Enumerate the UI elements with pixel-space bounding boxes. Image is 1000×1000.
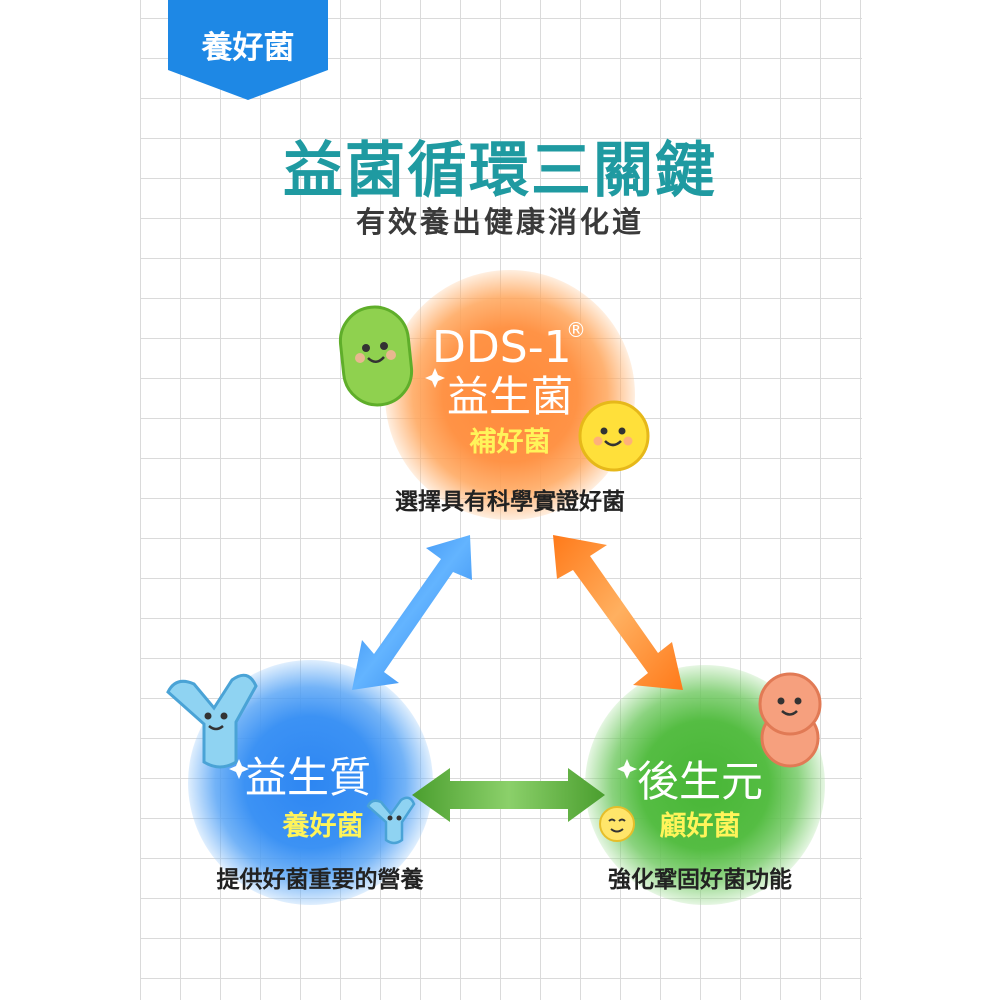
prebiotic-description: 提供好菌重要的營養 [216, 867, 424, 893]
tag-ribbon [168, 0, 328, 100]
probiotic-glow [385, 270, 635, 520]
green-bean-icon [338, 305, 414, 407]
page-title: 益菌循環三關鍵 [283, 136, 717, 206]
tag-label: 養好菌 [201, 30, 295, 66]
registered-mark: ® [566, 318, 586, 342]
sparkle-icon [229, 368, 637, 779]
peach-peanut-icon [758, 672, 822, 768]
blue-y-icon [166, 673, 258, 769]
postbiotic-title: 後生元 [636, 757, 763, 806]
prebiotic-title: 益生質 [244, 753, 371, 802]
prebiotic-subtitle: 養好菌 [282, 811, 364, 842]
arrow-prebiotic-postbiotic [412, 768, 605, 822]
small-blue-y-icon [366, 796, 416, 845]
postbiotic-description: 強化鞏固好菌功能 [608, 867, 792, 893]
page-subtitle: 有效養出健康消化道 [355, 205, 644, 239]
postbiotic-subtitle: 顧好菌 [659, 811, 741, 842]
yellow-ball-icon [578, 400, 650, 472]
small-yellow-ball-icon [599, 806, 635, 842]
probiotic-title: 益生菌 [446, 372, 573, 421]
probiotic-description: 選擇具有科學實證好菌 [395, 489, 625, 515]
arrow-probiotic-prebiotic [352, 535, 472, 690]
probiotic-strain-name: DDS-1 [432, 322, 572, 373]
probiotic-subtitle: 補好菌 [469, 427, 551, 458]
arrow-probiotic-postbiotic [553, 535, 683, 690]
